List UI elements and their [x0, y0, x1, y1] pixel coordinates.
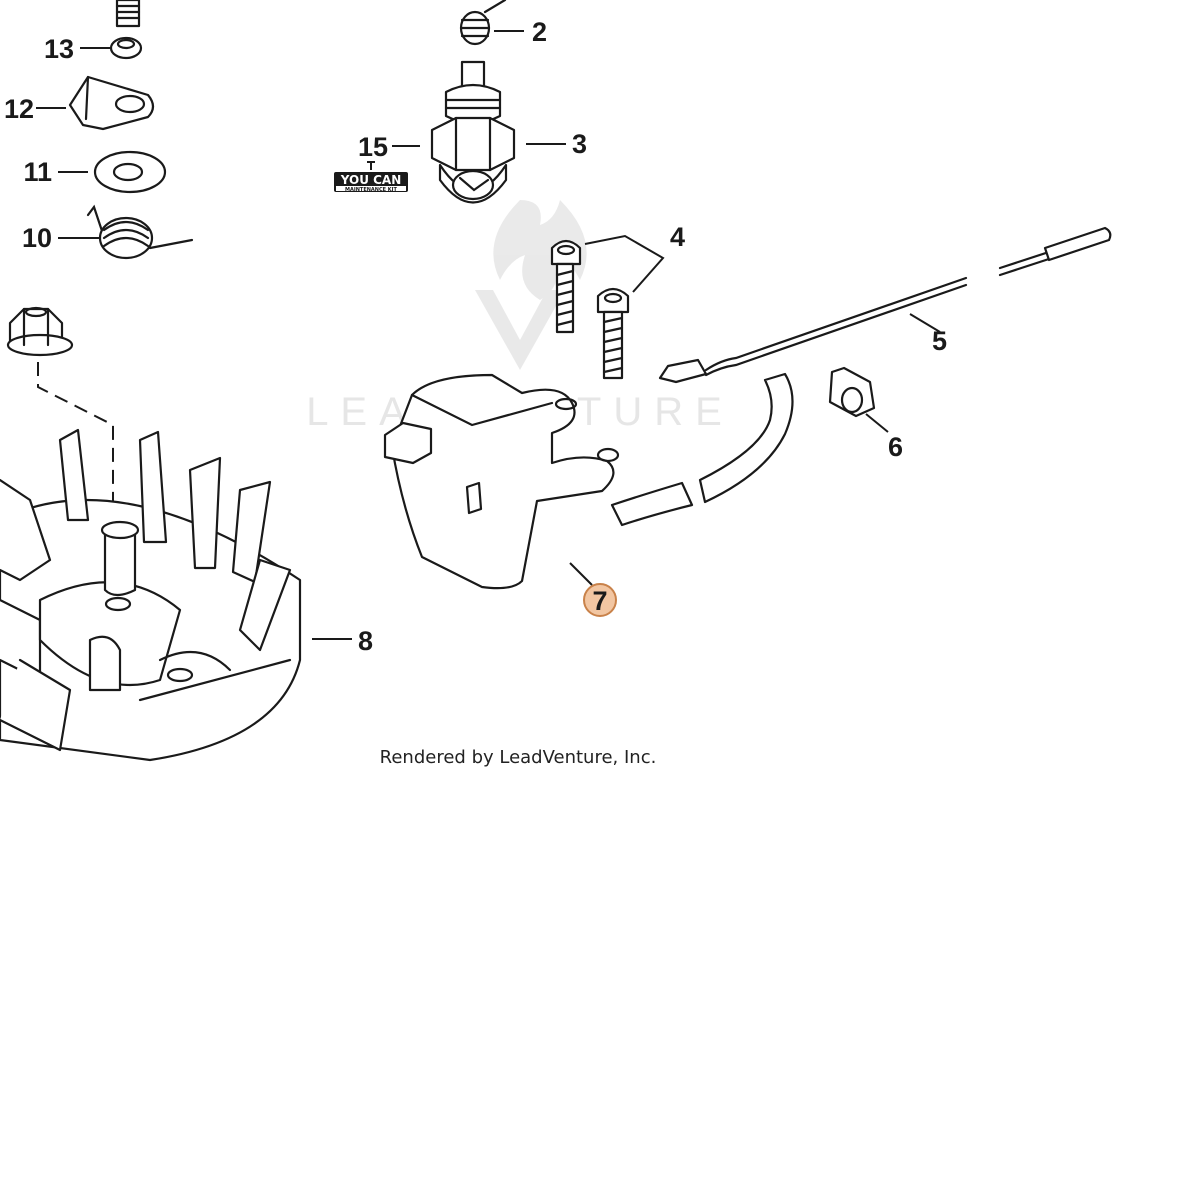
part-7-ignition-coil	[383, 372, 794, 590]
flywheel-nut	[6, 306, 74, 357]
callout-12[interactable]: 12	[4, 94, 34, 124]
callout-7-highlight[interactable]: 7	[583, 583, 617, 617]
callout-15[interactable]: 15	[358, 132, 388, 162]
part-10-spring	[86, 204, 194, 260]
leader-lines	[36, 30, 941, 640]
callout-5[interactable]: 5	[932, 326, 947, 356]
callout-4[interactable]: 4	[670, 222, 685, 252]
part-13-bushing	[109, 36, 143, 60]
part-8-flywheel	[0, 428, 302, 762]
part-12-pawl	[68, 75, 155, 131]
part-6-grommet	[828, 366, 876, 418]
callout-2[interactable]: 2	[532, 17, 547, 47]
render-credit: Rendered by LeadVenture, Inc.	[380, 747, 657, 768]
callout-11[interactable]: 11	[23, 157, 52, 187]
part-5-kill-wire	[658, 226, 1112, 384]
highlight-circle[interactable]	[583, 583, 617, 617]
callout-3[interactable]: 3	[572, 129, 587, 159]
callout-7[interactable]: 7	[592, 586, 607, 616]
spring-top-part	[115, 0, 141, 28]
part-11-washer	[93, 150, 167, 194]
part-3-spark-plug	[430, 60, 516, 204]
callout-8[interactable]: 8	[358, 626, 373, 656]
you-can-kit-badge: YOU CAN MAINTENANCE KIT	[334, 161, 408, 193]
callout-10[interactable]: 10	[22, 223, 52, 253]
kit-badge-line1: YOU CAN	[340, 173, 402, 187]
part-2-terminal-spring	[459, 0, 507, 46]
part-4-screws	[550, 239, 630, 380]
callout-13[interactable]: 13	[44, 34, 74, 64]
watermark-logo	[475, 200, 587, 370]
assembly-dash-line	[37, 362, 114, 525]
kit-badge-line2: MAINTENANCE KIT	[345, 187, 398, 193]
callout-6[interactable]: 6	[888, 432, 903, 462]
